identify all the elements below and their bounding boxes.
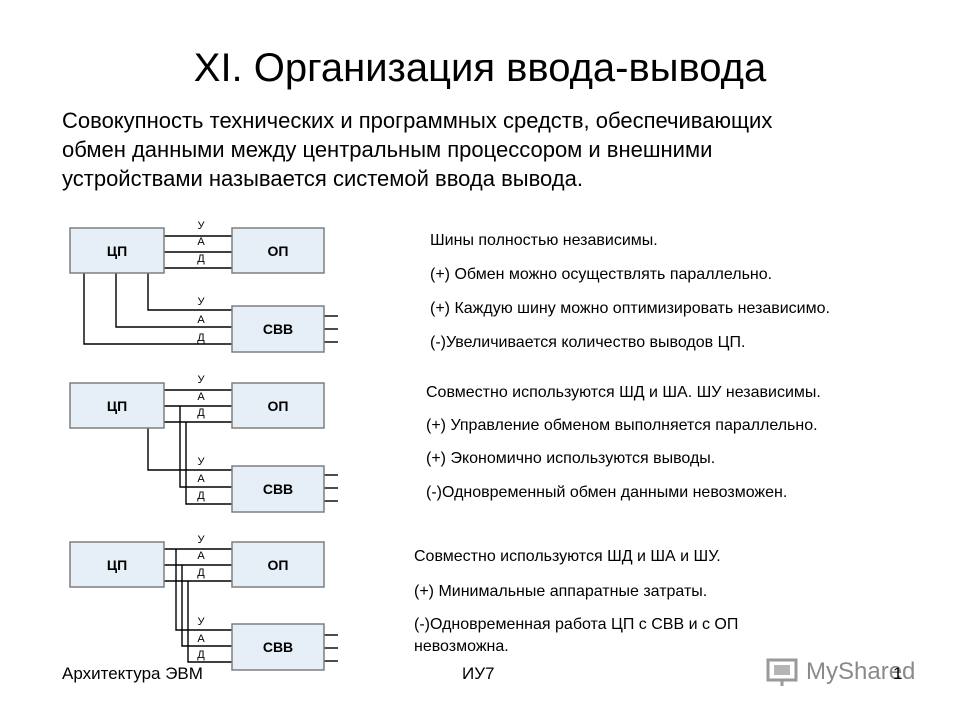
note-line: (+) Обмен можно осуществлять параллельно… bbox=[430, 266, 773, 283]
bus-label-a: А bbox=[197, 550, 205, 562]
bus-label-a: А bbox=[197, 314, 205, 326]
cpu-box bbox=[69, 227, 165, 274]
memory-label: ОП bbox=[268, 243, 289, 259]
bus-label-d: Д bbox=[197, 407, 205, 419]
bus-label-u: У bbox=[198, 616, 206, 628]
bus-label-a: А bbox=[197, 633, 205, 645]
diagram-shared-data-address: ЦП ОП СВВ У А Д У А Д bbox=[69, 374, 338, 513]
bus-label-a: А bbox=[197, 236, 205, 248]
bus-label-d: Д bbox=[197, 332, 205, 344]
bus-label-u: У bbox=[198, 456, 206, 468]
note-line: (+) Каждую шину можно оптимизировать нез… bbox=[430, 300, 830, 317]
diagram-independent-buses: ЦП ОП СВВ У А Д У А Д bbox=[69, 220, 338, 353]
bus-label-a: А bbox=[197, 391, 205, 403]
intro-line: обмен данными между центральным процессо… bbox=[62, 137, 713, 162]
bus-label-d: Д bbox=[197, 490, 205, 502]
cpu-label: ЦП bbox=[107, 557, 127, 573]
io-box bbox=[231, 465, 325, 513]
bus-label-u: У bbox=[198, 296, 206, 308]
page-number: 1 bbox=[893, 664, 903, 683]
bus-label-a: А bbox=[197, 473, 205, 485]
footer-group: ИУ7 bbox=[462, 664, 495, 683]
memory-box bbox=[231, 382, 325, 429]
note-line: Шины полностью независимы. bbox=[430, 232, 658, 249]
note-line: Совместно используются ШД и ША и ШУ. bbox=[414, 548, 721, 565]
intro-line: устройствами называется системой ввода в… bbox=[62, 166, 583, 191]
bus-label-u: У bbox=[198, 220, 206, 232]
memory-box bbox=[231, 541, 325, 588]
cpu-box bbox=[69, 382, 165, 429]
presentation-icon bbox=[766, 658, 798, 686]
io-label: СВВ bbox=[263, 321, 293, 337]
memory-label: ОП bbox=[268, 398, 289, 414]
bus-label-u: У bbox=[198, 374, 206, 386]
io-box bbox=[231, 305, 325, 353]
cpu-label: ЦП bbox=[107, 243, 127, 259]
io-label: СВВ bbox=[263, 481, 293, 497]
intro-line: Совокупность технических и программных с… bbox=[62, 108, 773, 133]
io-label: СВВ bbox=[263, 639, 293, 655]
intro-paragraph: Совокупность технических и программных с… bbox=[62, 106, 862, 193]
logo-text: MyShared bbox=[806, 658, 916, 685]
note-line: (+) Экономично используются выводы. bbox=[426, 450, 716, 467]
note-line: (-)Увеличивается количество выводов ЦП. bbox=[430, 334, 746, 351]
note-line: невозможна. bbox=[414, 638, 509, 655]
memory-label: ОП bbox=[268, 557, 289, 573]
note-line: (+) Управление обменом выполняется парал… bbox=[426, 417, 818, 434]
slide-title: XI. Организация ввода-вывода bbox=[193, 46, 767, 90]
watermark-logo: MyShared bbox=[766, 655, 926, 689]
bus-label-d: Д bbox=[197, 649, 205, 661]
cpu-label: ЦП bbox=[107, 398, 127, 414]
footer-course: Архитектура ЭВМ bbox=[62, 664, 203, 683]
bus-label-d: Д bbox=[197, 567, 205, 579]
note-line: (-)Одновременная работа ЦП с СВВ и с ОП bbox=[414, 616, 739, 633]
io-box bbox=[231, 623, 325, 671]
diagram-all-shared: ЦП ОП СВВ У А Д У А Д bbox=[69, 534, 338, 671]
note-line: Совместно используются ШД и ША. ШУ незав… bbox=[426, 384, 821, 401]
cpu-box bbox=[69, 541, 165, 588]
note-line: (-)Одновременный обмен данными невозможе… bbox=[426, 484, 788, 501]
bus-label-d: Д bbox=[197, 253, 205, 265]
bus-label-u: У bbox=[198, 534, 206, 546]
memory-box bbox=[231, 227, 325, 274]
note-line: (+) Минимальные аппаратные затраты. bbox=[414, 583, 708, 600]
